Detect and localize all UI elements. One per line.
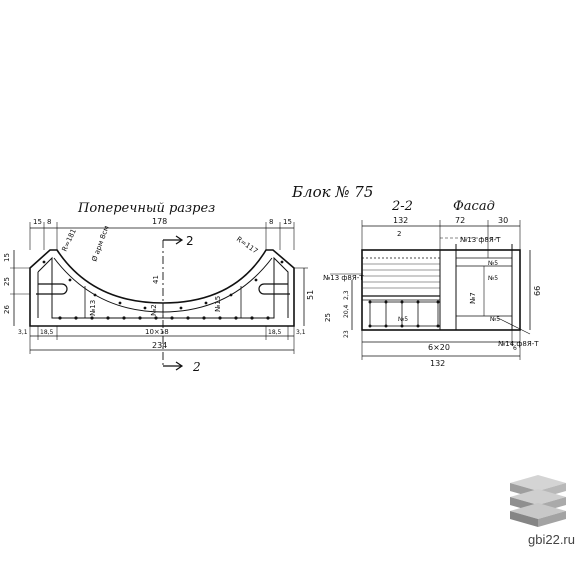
rebar-n5-a: №5 [488,260,498,267]
dim-left-1: 15 [3,253,11,262]
center-dim-label: 41 [152,275,160,284]
dim-bottom-1: 3,1 [18,329,28,336]
right-dim-right: 66 [533,286,542,296]
right-dim-top-3: 30 [498,216,508,225]
block-title: Блок № 75 [291,183,373,201]
right-dim-left-2: 20,4 [343,304,350,318]
dim-bottom-5: 3,1 [296,329,306,336]
section-mark-bottom: 2 [192,360,201,374]
dim-left-2: 25 [3,277,11,286]
left-rebar-label: №13 ф8Я-Т [323,274,364,282]
rebar-n2-label: №2 [150,304,158,316]
dim-bottom-2: 18,5 [40,329,54,336]
radius-left-label: R=181 [61,228,78,253]
rebar-n15-label: №15 [214,296,222,312]
right-dim-left-4: 23 [343,330,350,338]
arc-rebar-label: Ø арм 8см [90,225,110,263]
rebar-n7: №7 [469,292,477,304]
right-dim-top-1: 132 [393,216,408,225]
dim-top-2: 8 [47,218,51,226]
rebar-n5-c: №5 [398,316,408,323]
dim-top-5: 15 [283,218,292,226]
dim-bottom-4: 18,5 [268,329,282,336]
dim-top-4: 8 [269,218,273,226]
cross-section-view: 15 8 178 8 15 [3,217,315,374]
site-watermark: gbi22.ru [528,532,575,547]
radius-right-label: R=117 [235,235,259,255]
top-rebar-label: №13 ф8Я-Т [460,236,501,244]
rebar-n13-label: №13 [89,300,97,316]
rebar-n5-b: №5 [488,275,498,282]
bottom-rebar-label: №14 ф8Я-Т [498,340,539,348]
right-dim-bottom-1: 6×20 [428,343,450,352]
right-view-title-a: 2-2 [391,199,413,214]
dim-left-3: 26 [3,305,11,314]
dim-top-1: 15 [33,218,42,226]
right-dim-left-3: 25 [324,313,332,322]
left-view-title: Поперечный разрез [77,201,215,216]
dim-right-1: 51 [306,290,315,300]
dim-bottom-3: 10×18 [145,328,169,336]
stacked-slabs-icon [510,475,566,527]
right-dim-half: 2 [397,230,401,238]
dim-top-3: 178 [152,217,167,226]
right-dim-top-2: 72 [455,216,465,225]
dim-left-total: 234 [152,341,167,350]
section-facade-view: 132 2 72 30 [323,216,542,368]
rebar-n5-d: №5 [490,316,500,323]
right-dim-left-1: 2,3 [343,290,350,300]
right-view-title-b: Фасад [453,199,495,214]
right-dim-bottom-2: 6 [513,345,517,352]
section-mark-top: 2 [186,234,194,248]
right-dim-total: 132 [430,359,445,368]
